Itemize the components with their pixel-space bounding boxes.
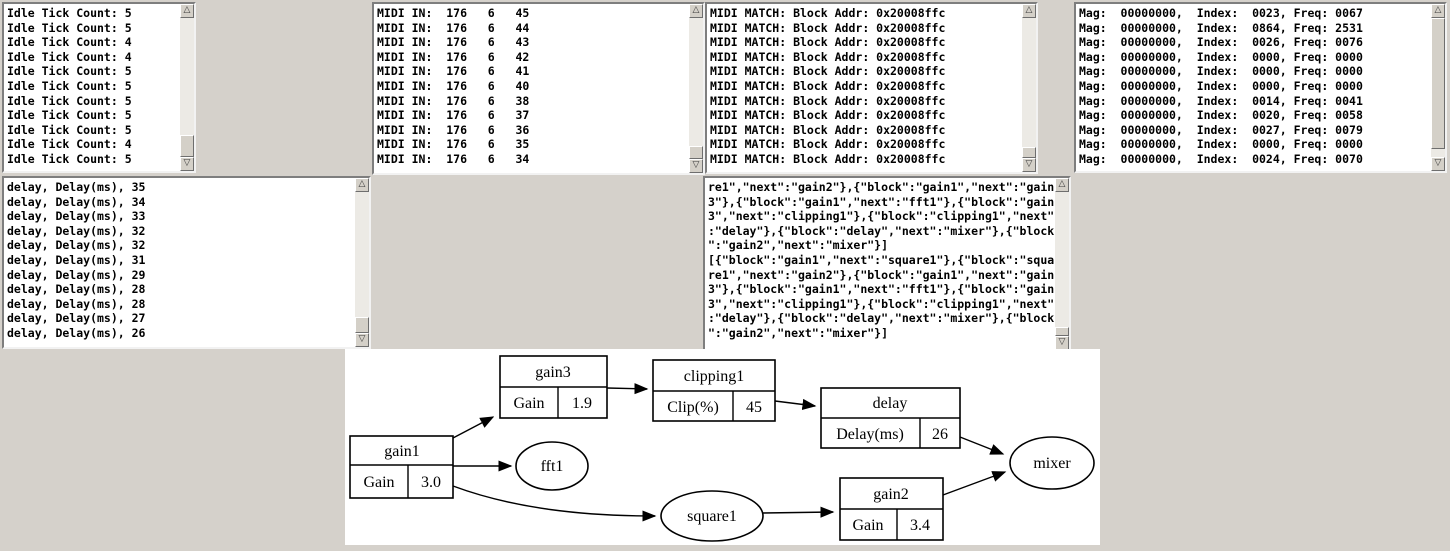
node-mixer-label: mixer bbox=[1033, 455, 1071, 472]
scroll-up-button[interactable]: △ bbox=[1055, 178, 1069, 192]
midi-in-scrollbar[interactable]: △ ▽ bbox=[689, 4, 703, 173]
edge-clipping1-delay bbox=[774, 398, 817, 410]
scroll-down-icon: ▽ bbox=[692, 160, 700, 170]
node-fft1: fft1 bbox=[515, 441, 589, 491]
node-clipping1-title: clipping1 bbox=[684, 368, 744, 385]
scroll-up-icon: △ bbox=[1434, 5, 1442, 15]
midi-match-log-panel: MIDI MATCH: Block Addr: 0x20008ffc MIDI … bbox=[705, 2, 1038, 174]
node-fft1-label: fft1 bbox=[541, 458, 564, 475]
scrollbar-thumb[interactable] bbox=[1022, 147, 1036, 158]
edge-gain3-clipping1 bbox=[606, 383, 649, 395]
flowgraph-svg: gain1 Gain 3.0 gain3 Gain 1.9 clipping1 … bbox=[349, 355, 1095, 542]
node-gain3-value: 1.9 bbox=[572, 395, 592, 412]
node-square1-label: square1 bbox=[687, 508, 737, 525]
node-gain2-value: 3.4 bbox=[910, 517, 930, 534]
node-clipping1-value: 45 bbox=[746, 399, 762, 416]
scrollbar-track[interactable] bbox=[689, 18, 703, 159]
node-delay-title: delay bbox=[873, 395, 908, 412]
edge-delay-mixer bbox=[959, 436, 1005, 455]
node-square1: square1 bbox=[660, 490, 764, 542]
midi-in-log-text: MIDI IN: 176 6 45 MIDI IN: 176 6 44 MIDI… bbox=[377, 6, 530, 166]
scroll-down-button[interactable]: ▽ bbox=[689, 159, 703, 173]
node-delay-param: Delay(ms) bbox=[836, 426, 904, 443]
node-gain3-title: gain3 bbox=[535, 364, 571, 381]
scrollbar-track[interactable] bbox=[1055, 192, 1069, 336]
idle-tick-log-panel: Idle Tick Count: 5 Idle Tick Count: 5 Id… bbox=[2, 2, 196, 173]
fft-magnitude-log-panel: Mag: 00000000, Index: 0023, Freq: 0067 M… bbox=[1074, 2, 1447, 173]
scroll-up-button[interactable]: △ bbox=[180, 4, 194, 18]
scroll-down-button[interactable]: ▽ bbox=[355, 333, 369, 347]
flowgraph-canvas: gain1 Gain 3.0 gain3 Gain 1.9 clipping1 … bbox=[345, 349, 1100, 545]
idle-tick-scrollbar[interactable]: △ ▽ bbox=[180, 4, 194, 171]
scroll-up-button[interactable]: △ bbox=[689, 4, 703, 18]
delay-param-log-panel: delay, Delay(ms), 35 delay, Delay(ms), 3… bbox=[2, 176, 371, 349]
scrollbar-thumb[interactable] bbox=[180, 135, 194, 157]
scroll-down-icon: ▽ bbox=[1434, 158, 1442, 168]
midi-match-scrollbar[interactable]: △ ▽ bbox=[1022, 4, 1036, 172]
scrollbar-track[interactable] bbox=[355, 192, 369, 333]
scrollbar-track[interactable] bbox=[1431, 18, 1445, 157]
edge-square1-gain2 bbox=[762, 506, 835, 518]
routing-json-scrollbar[interactable]: △ ▽ bbox=[1055, 178, 1069, 350]
node-delay: delay Delay(ms) 26 bbox=[820, 387, 961, 449]
delay-param-log-text: delay, Delay(ms), 35 delay, Delay(ms), 3… bbox=[7, 180, 146, 340]
scroll-down-icon: ▽ bbox=[1025, 159, 1033, 169]
scroll-up-icon: △ bbox=[183, 5, 191, 15]
scroll-up-button[interactable]: △ bbox=[355, 178, 369, 192]
scroll-up-icon: △ bbox=[692, 5, 700, 15]
midi-match-log-text: MIDI MATCH: Block Addr: 0x20008ffc MIDI … bbox=[710, 6, 946, 166]
scroll-down-button[interactable]: ▽ bbox=[1431, 157, 1445, 171]
scrollbar-thumb[interactable] bbox=[355, 317, 369, 333]
flowgraph-edges bbox=[452, 383, 1007, 522]
edge-gain2-mixer bbox=[942, 471, 1007, 496]
node-gain3: gain3 Gain 1.9 bbox=[499, 355, 608, 419]
node-gain1-value: 3.0 bbox=[421, 474, 441, 491]
scroll-down-icon: ▽ bbox=[358, 334, 366, 344]
node-gain1-param: Gain bbox=[363, 474, 394, 491]
scroll-down-button[interactable]: ▽ bbox=[180, 157, 194, 171]
node-gain1: gain1 Gain 3.0 bbox=[349, 435, 454, 499]
node-gain3-param: Gain bbox=[513, 395, 544, 412]
fft-magnitude-log-text: Mag: 00000000, Index: 0023, Freq: 0067 M… bbox=[1079, 6, 1363, 166]
fft-magnitude-scrollbar[interactable]: △ ▽ bbox=[1431, 4, 1445, 171]
routing-json-log-text: re1","next":"gain2"},{"block":"gain1","n… bbox=[708, 180, 1055, 340]
node-clipping1: clipping1 Clip(%) 45 bbox=[652, 359, 776, 422]
scroll-up-button[interactable]: △ bbox=[1022, 4, 1036, 18]
scrollbar-thumb[interactable] bbox=[1055, 327, 1069, 336]
delay-param-scrollbar[interactable]: △ ▽ bbox=[355, 178, 369, 347]
node-gain2-title: gain2 bbox=[873, 486, 909, 503]
routing-json-log-panel: re1","next":"gain2"},{"block":"gain1","n… bbox=[703, 176, 1071, 352]
scroll-up-icon: △ bbox=[1025, 5, 1033, 15]
scroll-down-button[interactable]: ▽ bbox=[1022, 158, 1036, 172]
scroll-down-icon: ▽ bbox=[183, 158, 191, 168]
scrollbar-thumb[interactable] bbox=[1431, 18, 1445, 149]
node-gain1-title: gain1 bbox=[384, 443, 420, 460]
scrollbar-thumb[interactable] bbox=[689, 146, 703, 159]
node-delay-value: 26 bbox=[932, 426, 948, 443]
scroll-down-button[interactable]: ▽ bbox=[1055, 336, 1069, 350]
scrollbar-track[interactable] bbox=[1022, 18, 1036, 158]
edge-gain1-square1 bbox=[452, 485, 657, 522]
scroll-up-icon: △ bbox=[1058, 179, 1066, 189]
node-gain2: gain2 Gain 3.4 bbox=[839, 477, 944, 541]
node-gain2-param: Gain bbox=[852, 517, 883, 534]
scroll-up-button[interactable]: △ bbox=[1431, 4, 1445, 18]
node-clipping1-param: Clip(%) bbox=[667, 399, 719, 416]
scrollbar-track[interactable] bbox=[180, 18, 194, 157]
scroll-down-icon: ▽ bbox=[1058, 337, 1066, 347]
idle-tick-log-text: Idle Tick Count: 5 Idle Tick Count: 5 Id… bbox=[7, 6, 132, 166]
node-mixer: mixer bbox=[1009, 436, 1095, 490]
midi-in-log-panel: MIDI IN: 176 6 45 MIDI IN: 176 6 44 MIDI… bbox=[372, 2, 705, 175]
scroll-up-icon: △ bbox=[358, 179, 366, 189]
edge-gain1-gain3 bbox=[452, 416, 495, 439]
